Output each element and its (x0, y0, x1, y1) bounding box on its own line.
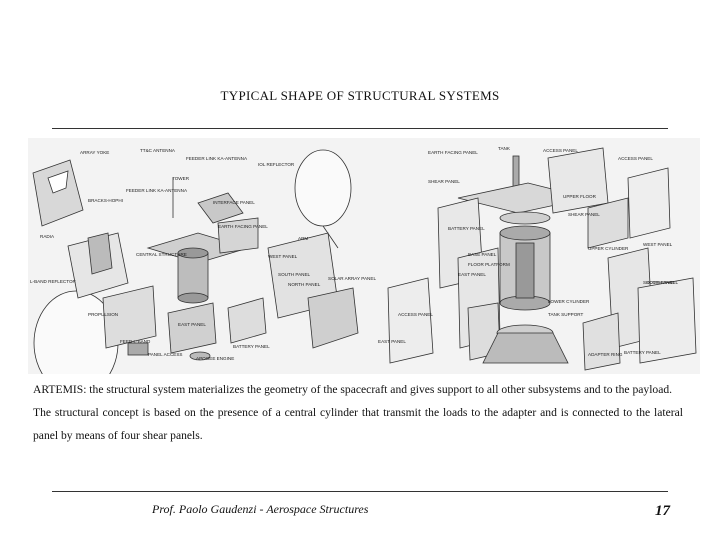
electronics-box (87, 232, 113, 275)
left-diagram-callout-label: L-BAND REFLECTOR (30, 279, 77, 284)
iol-reflector (294, 149, 352, 227)
feeder-link-antenna (197, 192, 244, 224)
right-diagram-callout-label: ACCESS PANEL (618, 156, 653, 161)
solar-array-panel-left (32, 159, 84, 227)
right-diagram-callout-label: WEST PANEL (643, 242, 673, 247)
upper-floor (499, 211, 551, 225)
left-diagram-callout-label: ARRAY YOKE (80, 150, 109, 155)
left-diagram-callout-label: EARTH FACING PANEL (218, 224, 268, 229)
right-diagram-callout-label: EARTH FACING PANEL (428, 150, 478, 155)
left-diagram-callout-label: CENTRAL STRUCTURE (136, 252, 187, 257)
access-panel-top (547, 147, 609, 214)
right-diagram-callout-label: EAST PANEL (378, 339, 406, 344)
upper-cylinder-rim (499, 225, 551, 241)
bottom-rule (52, 491, 668, 492)
array-yoke-shape (47, 170, 69, 194)
central-cylinder-top (177, 247, 209, 259)
left-diagram-callout-label: FEEDER LINK KA-ANTENNA (186, 156, 248, 161)
left-diagram-callout-label: ARM (298, 236, 308, 241)
page-number: 17 (655, 503, 670, 519)
access-panel-far-right (627, 167, 671, 239)
footer-author: Prof. Paolo Gaudenzi - Aerospace Structu… (152, 502, 369, 516)
spacecraft-exploded-diagram: ARRAY YOKE TT&C ANTENNA FEEDER LINK KA-ANT… (28, 138, 700, 374)
left-diagram-callout-label: SOUTH PANEL (278, 272, 311, 277)
right-diagram-callout-label: SOUTH PANEL (646, 280, 679, 285)
right-diagram-callout-label: TANK SUPPORT (548, 312, 584, 317)
left-diagram-callout-label: RADIA (40, 234, 55, 239)
right-diagram-callout-label: UPPER CYLINDER (588, 246, 629, 251)
left-diagram-callout-label: EAST PANEL (178, 322, 206, 327)
body-text: ARTEMIS: the structural system materiali… (33, 378, 683, 447)
right-diagram-callout-label: ACCESS PANEL (543, 148, 578, 153)
battery-panel-bottom (582, 312, 621, 371)
left-diagram-callout-label: TT&C ANTENNA (140, 148, 176, 153)
right-diagram-callout-label: BATTERY PANEL (448, 226, 485, 231)
left-diagram-callout-label: BRACKS-HOPHI (88, 198, 123, 203)
central-tank (515, 242, 535, 299)
left-diagram-callout-label: INTERFACE PANEL (213, 200, 255, 205)
right-diagram-callout-label: SHEAR PANEL (428, 179, 460, 184)
paragraph-2: The structural concept is based on the p… (33, 406, 683, 442)
feed-l-band (127, 342, 149, 356)
right-diagram-callout-label: TANK (498, 146, 511, 151)
right-diagram-callout-label: SOUTH PANEL (643, 280, 676, 285)
left-diagram-callout-label: SOLAR ARRAY PANEL (328, 276, 376, 281)
south-panel-right (637, 277, 697, 364)
left-diagram-callout-label: NORTH PANEL (288, 282, 321, 287)
shear-panel (587, 197, 629, 249)
adapter-cone (482, 332, 569, 364)
access-panel-bottom-left (387, 277, 434, 364)
north-panel (217, 217, 259, 254)
left-diagram-callout-label: BATTERY PANEL (233, 344, 270, 349)
paragraph-1: ARTEMIS: the structural system materiali… (33, 383, 673, 396)
central-structure (177, 252, 209, 299)
left-diagram-callout-label: TOWER (172, 176, 190, 181)
right-diagram-callout-label: FLOOR PLATFORM (468, 262, 510, 267)
left-diagram-callout-label: FEEDER LINK KA-ANTENNA (126, 188, 188, 193)
interface-panel (102, 285, 157, 349)
left-diagram-callout-label: PANEL ACCESS (148, 352, 182, 357)
solar-array-panel-right (307, 287, 359, 349)
central-cylinder-bottom (177, 292, 209, 304)
right-diagram-callout-label: LOWER CYLINDER (548, 299, 590, 304)
right-diagram-callout-label: UPPER FLOOR (563, 194, 597, 199)
right-diagram-callout-label: BASE PANEL (468, 252, 497, 257)
right-diagram-callout-label: BATTERY PANEL (624, 350, 661, 355)
right-diagram-callout-label: ACCESS PANEL (398, 312, 433, 317)
battery-panel (227, 297, 267, 344)
right-diagram-callout-label: SHEAR PANEL (568, 212, 600, 217)
left-diagram-callout-label: WEST PANEL (268, 254, 298, 259)
top-rule (52, 128, 668, 129)
left-diagram-callout-label: PROPULSION (88, 312, 118, 317)
right-diagram-callout-label: ADAPTER RING (588, 352, 623, 357)
left-diagram-callout-label: FEED L-BAND (120, 339, 151, 344)
reflector-arm (322, 225, 339, 249)
left-diagram-callout-label: APOGEE ENGINE (196, 356, 234, 361)
right-diagram-callout-label: EAST PANEL (458, 272, 486, 277)
slide-title: TYPICAL SHAPE OF STRUCTURAL SYSTEMS (220, 88, 500, 103)
apogee-engine (189, 351, 211, 361)
east-panel (167, 302, 217, 354)
left-diagram-callout-label: IOL REFLECTOR (258, 162, 295, 167)
